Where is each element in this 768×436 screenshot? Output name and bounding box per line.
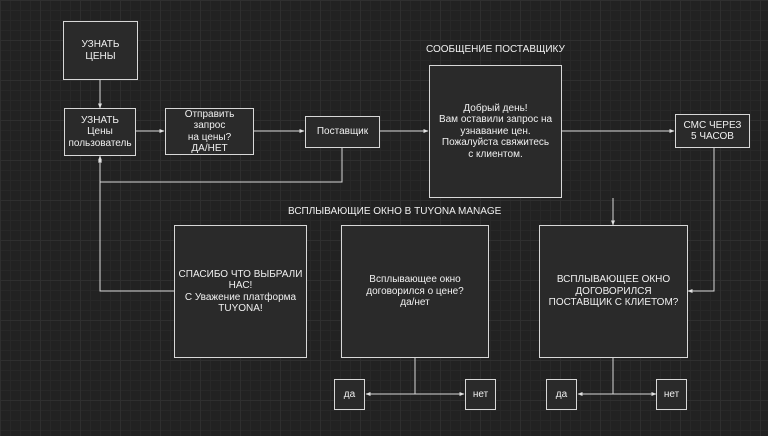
node-yes-2[interactable]: да — [546, 379, 577, 410]
arrow-thanks-to-user — [98, 157, 174, 292]
node-popup-price[interactable]: Всплывающее окно договорился о цене? да/… — [341, 225, 489, 358]
node-sms[interactable]: СМС ЧЕРЕЗ 5 ЧАСОВ — [675, 114, 750, 148]
node-no-2[interactable]: нет — [656, 379, 687, 410]
node-supplier[interactable]: Поставщик — [305, 116, 380, 148]
node-thanks[interactable]: СПАСИБО ЧТО ВЫБРАЛИ НАС! С Уважение плат… — [174, 225, 307, 358]
popups-title: ВСПЛЫВАЮЩИЕ ОКНО В TUYONA MANAGE — [288, 206, 502, 217]
node-find-prices[interactable]: УЗНАТЬ ЦЕНЫ — [63, 21, 138, 80]
node-popup-supplier[interactable]: ВСПЛЫВАЮЩЕЕ ОКНО ДОГОВОРИЛСЯ ПОСТАВЩИК С… — [539, 225, 688, 358]
arrow-sms-to-popup-supplier — [687, 148, 715, 293]
node-send-request[interactable]: Отправить запрос на цены? ДА/НЕТ — [165, 108, 254, 155]
node-supplier-message[interactable]: Добрый день! Вам оставили запрос на узна… — [429, 65, 562, 198]
supplier-message-title: СООБЩЕНИЕ ПОСТАВЩИКУ — [426, 44, 565, 55]
node-yes-1[interactable]: да — [334, 379, 365, 410]
node-no-1[interactable]: нет — [465, 379, 496, 410]
node-find-user-prices[interactable]: УЗНАТЬ Цены пользователь — [64, 108, 136, 156]
